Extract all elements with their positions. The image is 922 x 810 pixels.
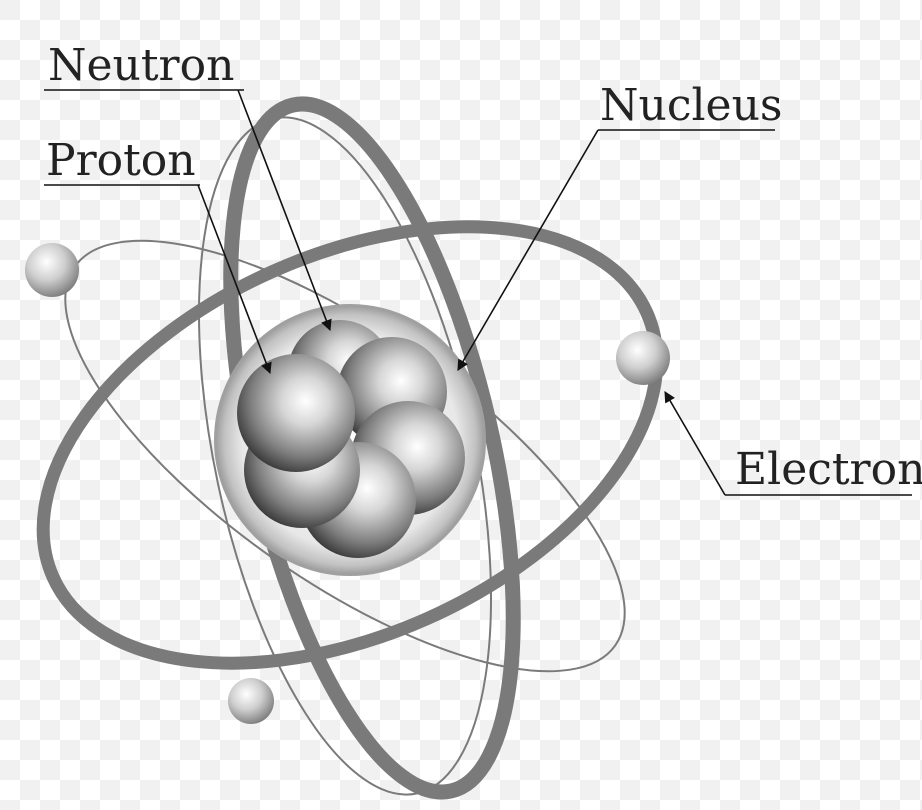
- neutron-label: Neutron: [48, 40, 234, 91]
- electron-label: Electron: [735, 444, 922, 495]
- proton-arrow: [197, 184, 272, 375]
- electron-arrow: [664, 391, 726, 496]
- proton-label: Proton: [46, 135, 196, 186]
- electron-ball-bottom: [228, 678, 274, 724]
- electron-ball-left: [25, 243, 79, 297]
- proton-ball: [237, 354, 355, 472]
- neutron-arrow: [237, 89, 332, 332]
- electron-ball-right: [616, 331, 670, 385]
- nucleus-arrow: [457, 129, 599, 371]
- orbit-thick-1: [36, 220, 664, 670]
- nucleus-label: Nucleus: [600, 80, 783, 131]
